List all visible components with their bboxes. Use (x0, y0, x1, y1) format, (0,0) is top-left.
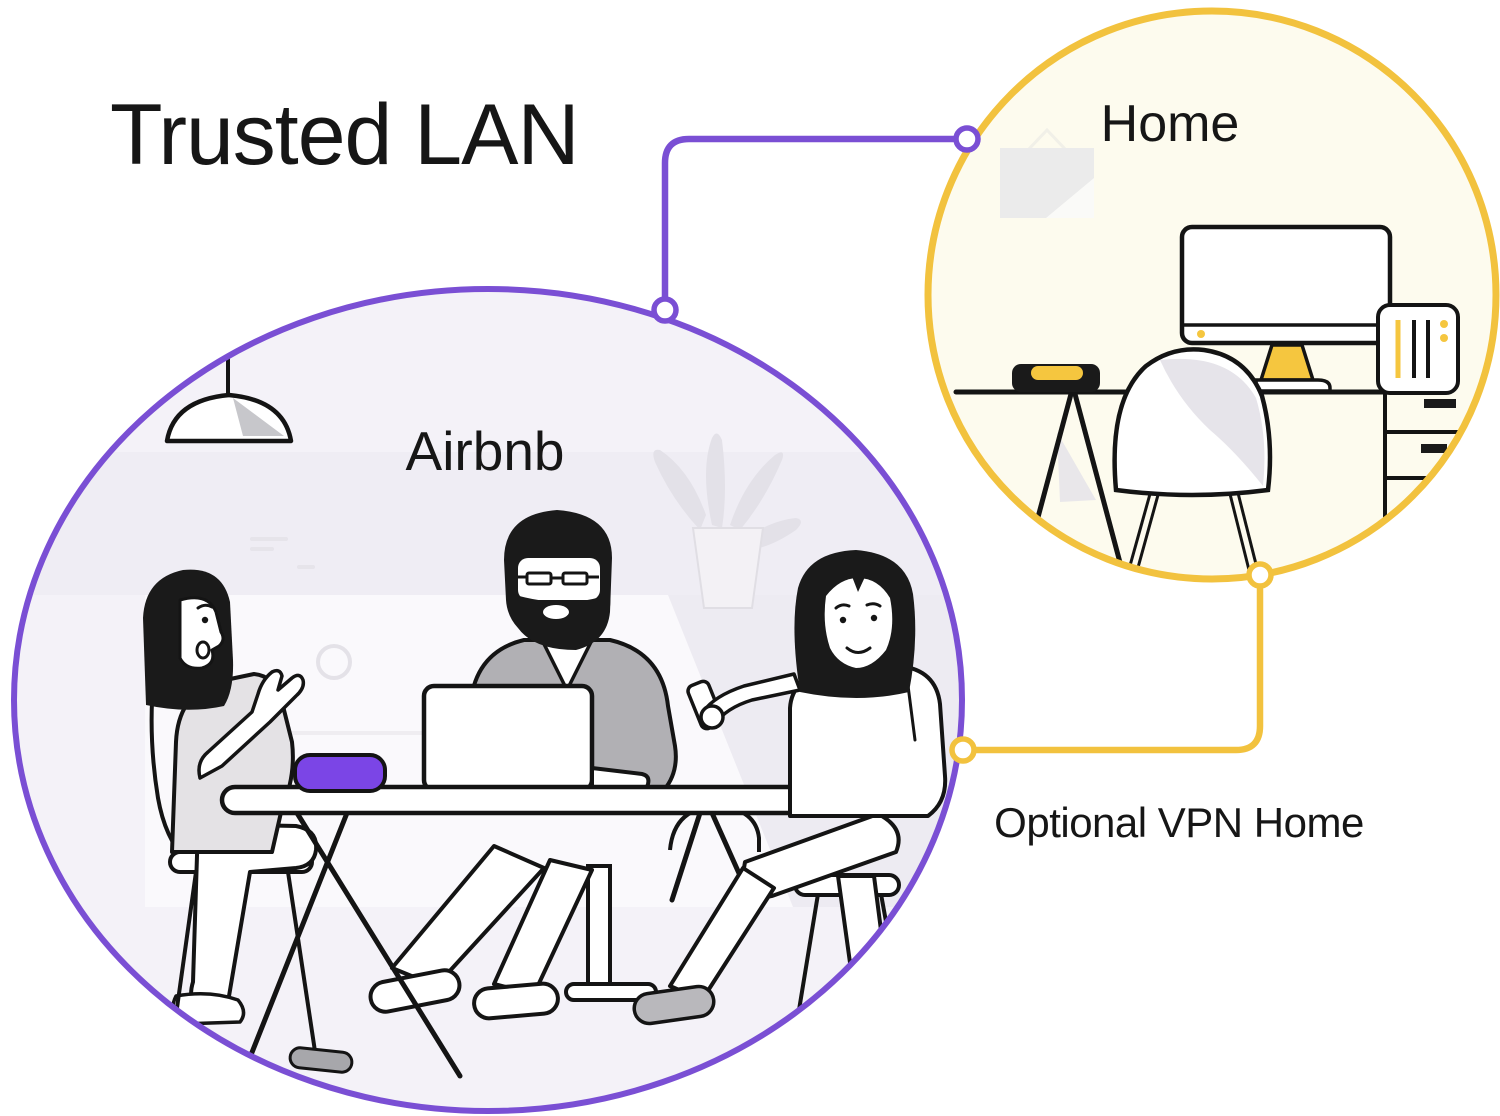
chair-pedestal (586, 864, 612, 988)
hair-part (848, 566, 870, 592)
connector-lan-to-home (651, 125, 981, 324)
home-circle-label: Home (1100, 95, 1240, 153)
page-title: Trusted LAN (110, 87, 580, 183)
man-glasses-icon (518, 571, 599, 586)
faint-circle-detail (316, 644, 352, 680)
lan-circle-stroke (11, 286, 965, 1114)
lan-scene (14, 346, 962, 1079)
pendant-lamp-icon (164, 346, 294, 444)
router-icon (1012, 364, 1100, 392)
lan-circle (11, 286, 965, 1114)
left-woman-mouth (195, 640, 211, 660)
wifi-router-icon (293, 753, 387, 793)
purple-connector-node-home (953, 125, 981, 153)
home-circle (924, 7, 1500, 583)
person-center-chair (564, 803, 761, 1002)
yellow-connector-node-home (1246, 561, 1274, 589)
monitor-power-light (1197, 330, 1205, 338)
pc-tower-icon (1376, 303, 1460, 395)
plant-pot (691, 527, 765, 609)
wall-band (14, 452, 962, 595)
chair-back-shadow (1160, 358, 1265, 486)
monitor-stand (1258, 343, 1316, 382)
potted-plant-icon (653, 433, 801, 609)
lamp-shade-shadow (233, 398, 284, 436)
left-woman-arm (197, 668, 306, 780)
yellow-connector-line (959, 571, 1264, 754)
man-beard (511, 594, 611, 647)
yellow-connector-node-lan (949, 736, 977, 764)
monitor-base (1254, 378, 1332, 393)
vpn-connector-label: Optional VPN Home (994, 799, 1364, 846)
purple-connector-line (661, 135, 971, 316)
lan-circle-label: Airbnb (405, 420, 565, 482)
table-legs (242, 810, 745, 1079)
man-mouth (543, 605, 569, 619)
left-woman-face (178, 596, 225, 670)
picture-frame-icon (1000, 127, 1094, 218)
right-woman-hand (699, 704, 725, 730)
person-right (632, 550, 948, 1026)
man-shoe-right (472, 981, 560, 1021)
right-woman-face (824, 578, 893, 668)
left-woman-shoe (171, 992, 246, 1026)
person-center-legs (368, 844, 594, 1021)
home-circle-stroke (924, 7, 1500, 583)
connector-home-to-lan (949, 561, 1274, 764)
right-woman-shoe (632, 984, 716, 1026)
desktop-computer-icon (1179, 224, 1393, 393)
right-woman-smile (845, 646, 872, 654)
purple-connector-node-lan (651, 296, 679, 324)
